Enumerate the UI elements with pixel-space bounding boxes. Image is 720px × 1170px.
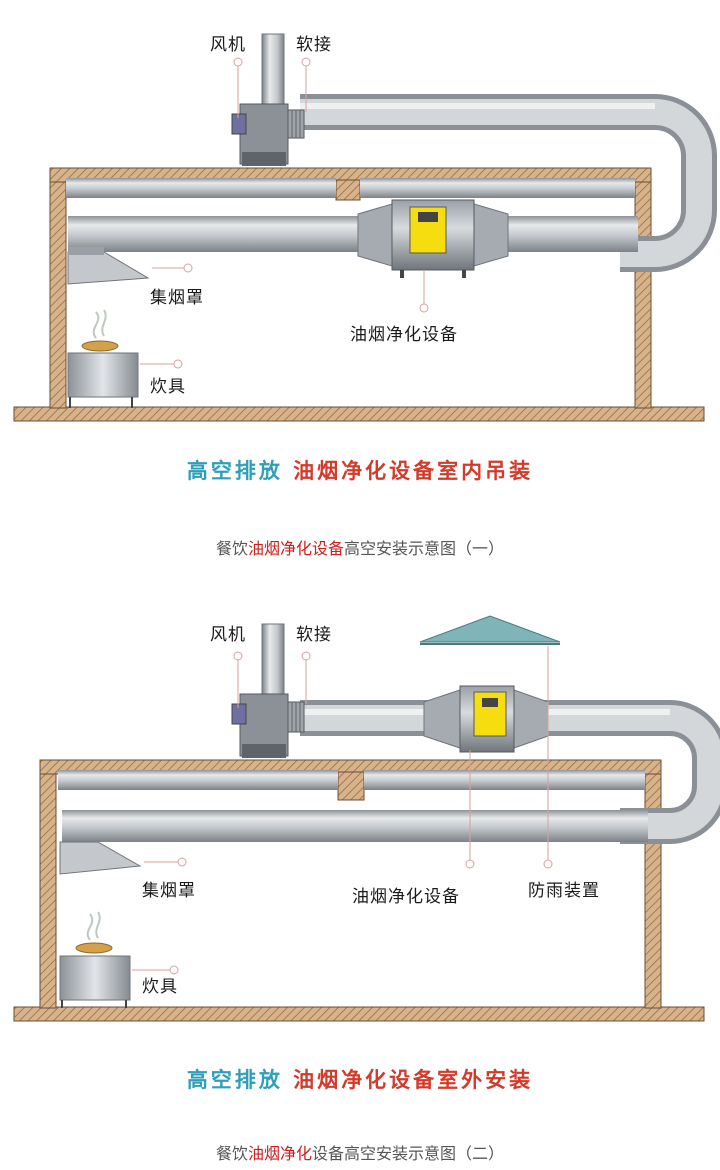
purifier-foot bbox=[462, 270, 466, 278]
purifier-display bbox=[482, 698, 498, 707]
caption-1: 餐饮油烟净化设备高空安装示意图（一） bbox=[0, 535, 720, 559]
steam bbox=[86, 911, 101, 941]
label-stove: 炊具 bbox=[150, 377, 186, 397]
label-stove: 炊具 bbox=[142, 977, 178, 997]
purifier-display bbox=[418, 212, 438, 222]
label-purifier: 油烟净化设备 bbox=[352, 887, 460, 907]
ground-slab bbox=[13, 406, 705, 422]
leader-dot bbox=[169, 965, 179, 975]
ceiling-duct-left bbox=[66, 178, 336, 198]
diagram-1-drawing bbox=[13, 33, 717, 422]
stove bbox=[67, 352, 139, 398]
main-duct bbox=[62, 810, 648, 842]
u-bend-duct bbox=[300, 705, 720, 839]
ceiling-duct-left bbox=[58, 770, 338, 790]
ceiling-beam bbox=[335, 179, 361, 201]
caption-2-suffix: 设备高空安装示意图（二） bbox=[312, 1144, 505, 1163]
diagram-outdoor-installation: 风机 软接 集烟罩 油烟净化设备 防雨装置 炊具 bbox=[0, 590, 720, 1040]
leader-dot bbox=[183, 263, 193, 273]
u-bend-duct bbox=[300, 99, 712, 267]
caption-1-prefix: 餐饮 bbox=[215, 539, 248, 558]
purifier-outlet-cone bbox=[473, 203, 509, 267]
right-wall bbox=[644, 759, 662, 1009]
wok bbox=[81, 340, 119, 352]
leader-dot bbox=[465, 859, 475, 869]
caption-2-highlight: 油烟净化 bbox=[247, 1144, 312, 1163]
caption-2-prefix: 餐饮 bbox=[215, 1144, 248, 1163]
leader-dot bbox=[419, 303, 429, 313]
right-wall bbox=[634, 167, 652, 409]
fan-motor bbox=[231, 113, 247, 135]
heading-1-part-1: 高空排放 bbox=[186, 459, 283, 483]
heading-1: 高空排放 油烟净化设备室内吊装 bbox=[0, 455, 720, 485]
steam bbox=[92, 309, 107, 339]
leader-dot bbox=[173, 359, 183, 369]
purifier-inlet-cone bbox=[423, 689, 461, 749]
leader-dot bbox=[233, 651, 243, 661]
leader-dot bbox=[301, 57, 311, 67]
caption-2: 餐饮油烟净化设备高空安装示意图（二） bbox=[0, 1140, 720, 1164]
ceiling-duct-right bbox=[360, 178, 635, 198]
purifier-inlet-cone bbox=[357, 203, 393, 267]
diagram-indoor-installation: 风机 软接 集烟罩 油烟净化设备 炊具 bbox=[0, 0, 720, 450]
smoke-hood bbox=[59, 841, 142, 875]
heading-2-part-2: 油烟净化设备室外安装 bbox=[293, 1068, 534, 1092]
label-fan: 风机 bbox=[210, 35, 246, 55]
hood-collar bbox=[68, 247, 104, 255]
label-hood: 集烟罩 bbox=[150, 288, 204, 308]
leader-dot bbox=[301, 651, 311, 661]
label-soft-joint: 软接 bbox=[296, 35, 332, 55]
smoke-hood bbox=[67, 251, 150, 285]
stove bbox=[59, 955, 131, 1001]
heading-2: 高空排放 油烟净化设备室外安装 bbox=[0, 1064, 720, 1094]
purifier-foot bbox=[400, 270, 404, 278]
caption-1-highlight: 油烟净化设备 bbox=[247, 539, 344, 558]
wok bbox=[75, 942, 113, 954]
purifier-outlet-cone bbox=[513, 689, 549, 749]
caption-1-suffix: 高空安装示意图（一） bbox=[344, 539, 505, 558]
left-wall bbox=[49, 167, 67, 409]
ceiling-duct-right bbox=[364, 770, 645, 790]
fan-base bbox=[242, 152, 286, 166]
ceiling-beam bbox=[337, 771, 365, 801]
fan-motor bbox=[231, 703, 247, 725]
label-hood: 集烟罩 bbox=[142, 881, 196, 901]
label-purifier: 油烟净化设备 bbox=[350, 325, 458, 345]
main-duct bbox=[68, 216, 638, 252]
label-rain-cover: 防雨装置 bbox=[528, 881, 600, 901]
label-soft-joint: 软接 bbox=[296, 625, 332, 645]
heading-2-part-1: 高空排放 bbox=[186, 1068, 283, 1092]
leader-dot bbox=[233, 57, 243, 67]
left-wall bbox=[39, 759, 57, 1009]
fan-base bbox=[242, 744, 286, 758]
rain-cover bbox=[419, 615, 561, 643]
leader-dot bbox=[543, 859, 553, 869]
label-fan: 风机 bbox=[210, 625, 246, 645]
diagram-2-drawing bbox=[13, 615, 720, 1022]
heading-1-part-2: 油烟净化设备室内吊装 bbox=[293, 459, 534, 483]
ground-slab bbox=[13, 1006, 705, 1022]
leader-dot bbox=[177, 857, 187, 867]
